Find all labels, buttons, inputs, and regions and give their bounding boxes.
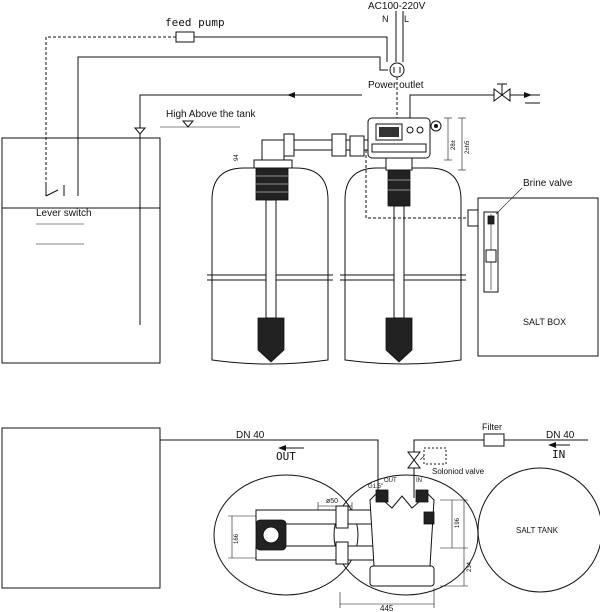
out-label: OUT <box>276 450 296 463</box>
lever-switch-icon <box>45 185 79 197</box>
neutral-label: N <box>382 14 389 24</box>
out-arrow-icon <box>278 445 286 451</box>
brine-valve-leader <box>495 187 523 215</box>
feed-pump-wire-left <box>45 36 176 185</box>
feed-pump-wire-right <box>194 36 388 62</box>
power-supply-label: AC100-220V <box>368 1 426 12</box>
lever-switch-label: Lever switch <box>36 208 92 219</box>
port-g-label: G1.5" <box>368 484 383 490</box>
level-mark-right-icon <box>181 120 195 128</box>
outlet-pipe <box>160 439 379 498</box>
solenoid-valve-icon <box>407 447 447 469</box>
brine-line-fitting <box>467 209 479 227</box>
lever-switch-wire <box>77 56 388 185</box>
filter-vessel-1: 94 <box>207 139 333 365</box>
salt-box <box>477 197 599 357</box>
outlet-line <box>139 94 362 325</box>
head-dimension <box>444 117 466 171</box>
raw-water-tank <box>1 137 161 364</box>
solenoid-valve-label: Soloniod valve <box>432 467 485 476</box>
right-dimensions <box>440 499 468 587</box>
port-out-label: OUT <box>384 478 397 484</box>
inlet-arrow-icon <box>524 92 532 98</box>
filter-vessel-2 <box>340 157 466 365</box>
pipe-diameter-label: ø50 <box>326 498 338 505</box>
filter-icon <box>483 433 505 447</box>
in-label: IN <box>552 448 565 461</box>
power-outlet-label: Power outlet <box>368 80 424 91</box>
pipe-diameter-dimension <box>317 502 353 510</box>
port-in-label: IN <box>416 478 422 484</box>
brine-valve-label: Brine valve <box>523 178 573 189</box>
inlet-valve-icon <box>493 83 511 102</box>
salt-tank-label: SALT TANK <box>516 526 559 535</box>
control-valve-head <box>367 117 442 159</box>
head-dim-a-label: 28± <box>451 139 457 150</box>
high-above-tank-label: High Above the tank <box>166 109 257 120</box>
side-dim-label: 166 <box>234 533 240 544</box>
head-dim-b-label: 2±h5 <box>465 140 471 154</box>
svg-text:94: 94 <box>234 154 240 161</box>
manifold-pipes <box>255 505 377 565</box>
right-dim-b-label: 234 <box>467 561 473 572</box>
salt-box-label: SALT BOX <box>523 317 566 327</box>
brine-valve-icon <box>483 211 499 293</box>
side-dimension <box>228 515 256 559</box>
vessel-top-view-1 <box>213 474 359 596</box>
width-dimension <box>339 588 435 608</box>
bottom-tank <box>1 427 161 589</box>
dn-in-label: DN 40 <box>546 430 575 441</box>
inlet-pipe <box>413 439 588 498</box>
brine-line <box>365 150 478 219</box>
level-mark-left-icon <box>133 127 147 135</box>
dn-out-label: DN 40 <box>236 430 265 441</box>
salt-tank <box>477 467 600 593</box>
live-label: L <box>404 14 409 24</box>
width-dim-label: 445 <box>380 604 394 612</box>
vessel-connecting-pipe <box>283 133 369 157</box>
in-arrow-icon <box>548 442 556 448</box>
control-valve-top-view <box>369 489 435 587</box>
outlet-arrow-icon <box>287 92 295 98</box>
inlet-line <box>409 94 540 118</box>
filter-label: Filter <box>482 422 502 432</box>
right-dim-a-label: 196 <box>455 517 461 528</box>
power-outlet-icon <box>389 62 405 78</box>
feed-pump-icon <box>175 31 195 43</box>
feed-pump-label: feed pump <box>165 16 225 29</box>
